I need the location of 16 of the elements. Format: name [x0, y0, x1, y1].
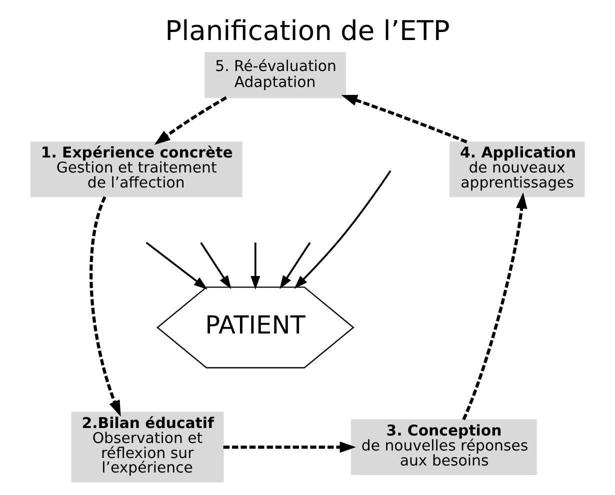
- arrow: [154, 96, 228, 145]
- arrow: [294, 170, 392, 289]
- arrow: [462, 192, 528, 420]
- arrow: [146, 242, 208, 290]
- node-box: 3. Conception de nouvelles réponses aux besoins: [350, 419, 537, 476]
- arrow: [280, 242, 311, 290]
- diagram-title: Planification de l’ETP: [165, 16, 450, 47]
- arrow: [341, 94, 468, 144]
- arrow: [250, 242, 260, 290]
- arrow: [90, 196, 121, 417]
- arrow: [223, 442, 356, 453]
- node-box: 5. Ré-évaluation Adaptation: [204, 52, 346, 98]
- node-box: 4. Application de nouveaux apprentissages: [450, 141, 585, 198]
- arrow: [200, 242, 232, 290]
- node-box: 2.Bilan éducatif Observation et réflexion sur l’expérience: [71, 412, 224, 482]
- node-box: 1. Expérience concrète Gestion et traitement de l’affection: [30, 141, 242, 198]
